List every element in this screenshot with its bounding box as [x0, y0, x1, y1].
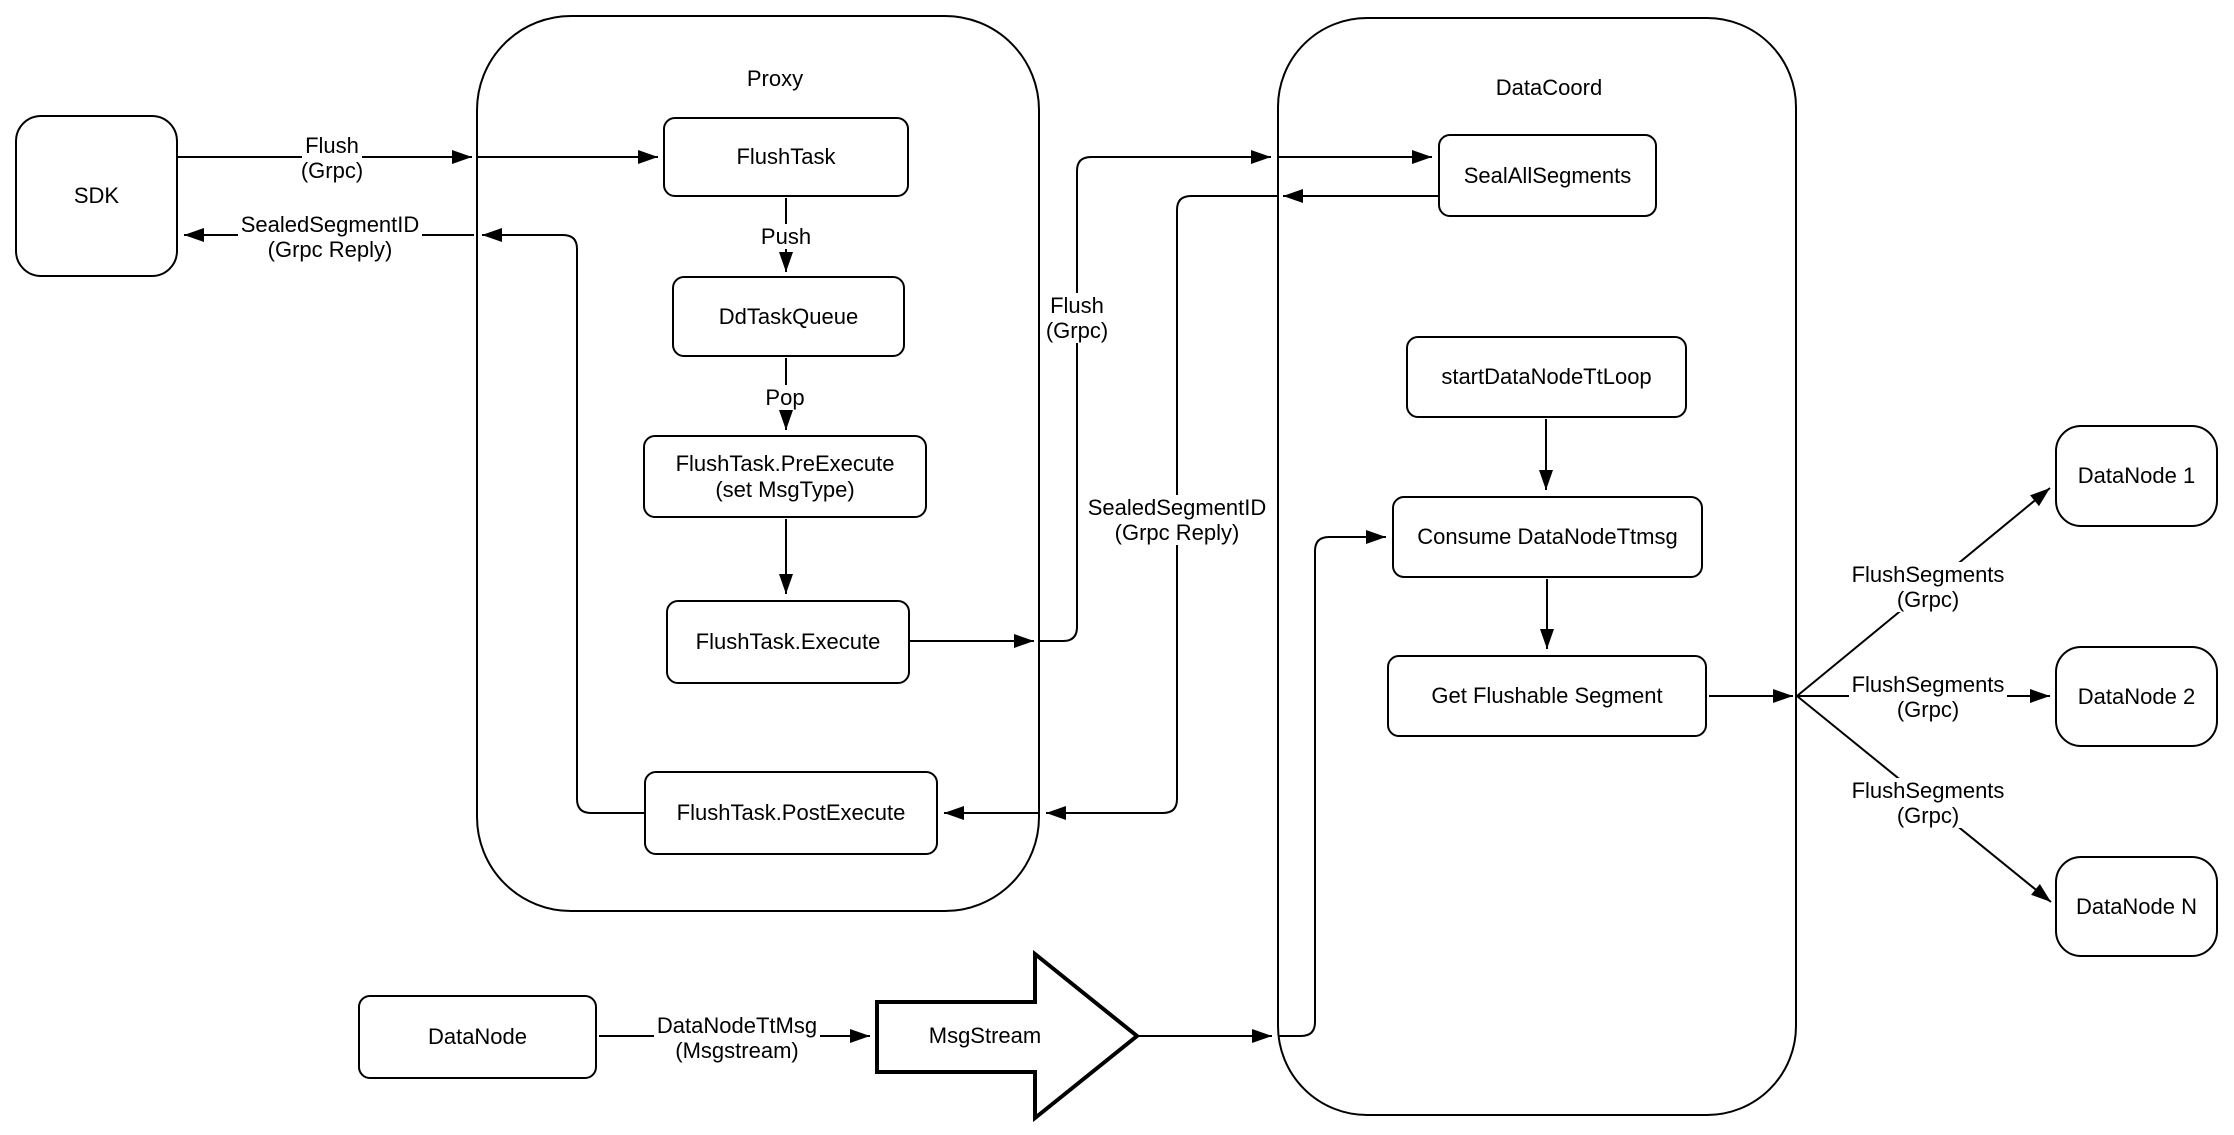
edge-label-flushsegments-2: FlushSegments (Grpc) [1828, 672, 2028, 722]
edge-label-sealedsegmentid-left: SealedSegmentID (Grpc Reply) [210, 212, 450, 262]
edge-label-push: Push [706, 224, 866, 249]
node-sealallsegments-label: SealAllSegments [1463, 162, 1632, 188]
edge-label-sealedsegmentid-mid: SealedSegmentID (Grpc Reply) [1057, 495, 1297, 545]
node-sealallsegments: SealAllSegments [1438, 134, 1657, 217]
node-execute-label: FlushTask.Execute [695, 629, 881, 654]
node-getflushablesegment-label: Get Flushable Segment [1431, 683, 1663, 708]
msgstream-block-arrow [875, 949, 1141, 1123]
node-ddtaskqueue-label: DdTaskQueue [718, 303, 859, 329]
node-getflushablesegment: Get Flushable Segment [1387, 655, 1707, 737]
node-flushtask: FlushTask [663, 117, 909, 197]
edge-label-flush-grpc-mid: Flush (Grpc) [977, 293, 1177, 343]
node-datanode2: DataNode 2 [2055, 646, 2218, 747]
node-datanoden-label: DataNode N [2075, 893, 2198, 919]
node-startdatanodettloop-label: startDataNodeTtLoop [1441, 364, 1652, 389]
edge-flush-riser [1040, 150, 1271, 642]
node-datanode2-label: DataNode 2 [2077, 683, 2196, 709]
node-preexecute: FlushTask.PreExecute (set MsgType) [643, 435, 927, 518]
datacoord-container [1277, 17, 1797, 1116]
node-datanode1-label: DataNode 1 [2077, 463, 2196, 488]
edge-label-pop: Pop [705, 385, 865, 410]
proxy-title: Proxy [746, 66, 804, 91]
node-postexecute: FlushTask.PostExecute [644, 771, 938, 855]
edge-postexecute-to-proxy-border [482, 228, 644, 814]
node-postexecute-label: FlushTask.PostExecute [676, 800, 906, 825]
node-datanode1: DataNode 1 [2055, 425, 2218, 527]
proxy-container [476, 15, 1040, 912]
msgstream-label: MsgStream [928, 1023, 1042, 1048]
node-flushtask-label: FlushTask [736, 144, 836, 169]
edge-label-flush-grpc-left: Flush (Grpc) [232, 133, 432, 183]
edge-label-flushsegments-3: FlushSegments (Grpc) [1828, 778, 2028, 828]
datacoord-title: DataCoord [1495, 75, 1603, 100]
node-datanode-label: DataNode [427, 1024, 528, 1049]
node-sdk: SDK [15, 115, 178, 277]
node-ddtaskqueue: DdTaskQueue [672, 276, 905, 357]
node-datanoden: DataNode N [2055, 856, 2218, 957]
node-startdatanodettloop: startDataNodeTtLoop [1406, 336, 1687, 418]
node-sdk-label: SDK [73, 183, 120, 208]
node-datanode: DataNode [358, 995, 597, 1079]
node-consumedatanodettmsg-label: Consume DataNodeTtmsg [1417, 524, 1678, 549]
node-preexecute-label: FlushTask.PreExecute (set MsgType) [675, 450, 895, 502]
edge-label-datanodettmsg: DataNodeTtMsg (Msgstream) [637, 1013, 837, 1063]
edge-label-flushsegments-1: FlushSegments (Grpc) [1828, 562, 2028, 612]
node-consumedatanodettmsg: Consume DataNodeTtmsg [1392, 496, 1703, 578]
node-execute: FlushTask.Execute [666, 600, 910, 684]
